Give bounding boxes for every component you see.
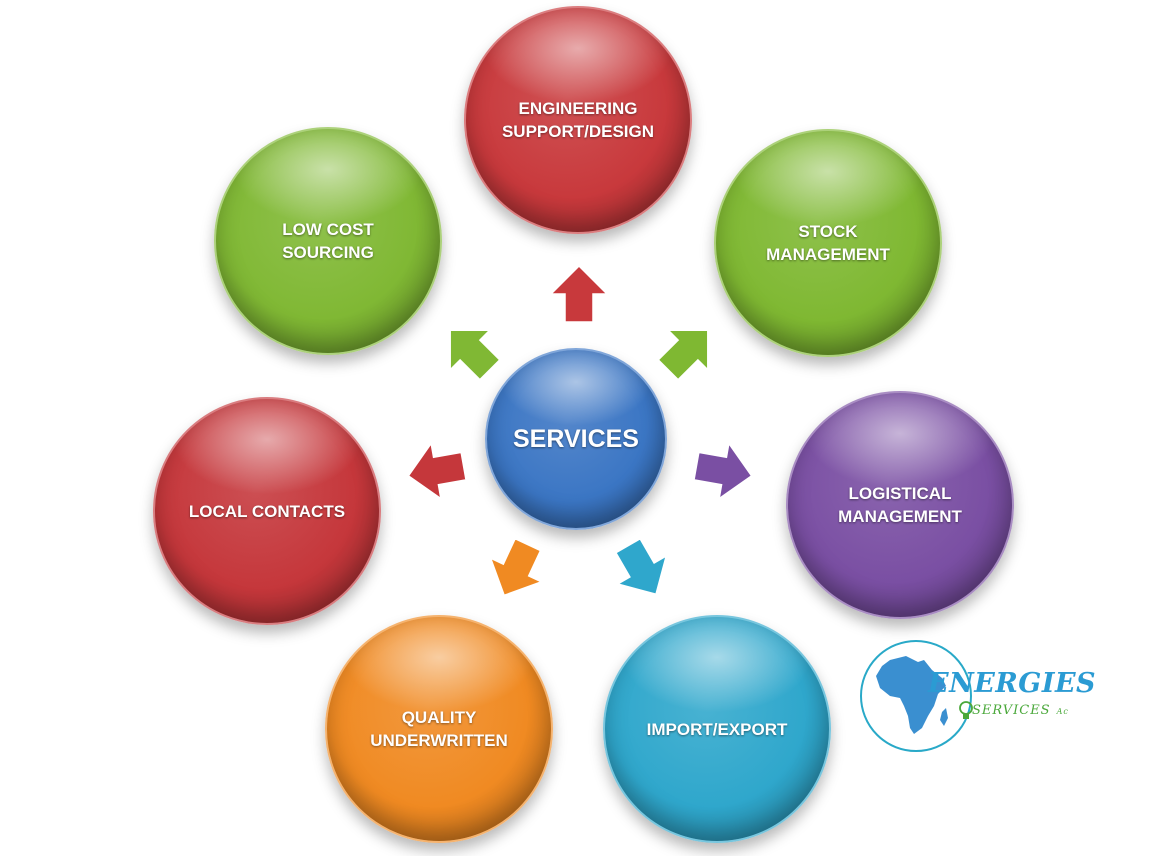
node-label: IMPORT/EXPORT — [646, 719, 788, 739]
logo-subtitle-suffix: Ac — [1056, 707, 1069, 716]
node-label: QUALITY UNDERWRITTEN — [370, 708, 508, 750]
logo-subtitle: SERVICES Ac — [972, 703, 1069, 718]
center-node-services: SERVICES — [485, 348, 667, 530]
arrow-down-right-icon — [614, 540, 668, 596]
node-stock-management: STOCK MANAGEMENT — [714, 129, 942, 357]
arrow-left-icon — [407, 441, 466, 501]
africa-map-icon — [876, 656, 948, 734]
node-label: ENGINEERING SUPPORT/DESIGN — [501, 99, 655, 141]
node-logistical-management: LOGISTICAL MANAGEMENT — [786, 391, 1014, 619]
node-low-cost-sourcing: LOW COST SOURCING — [214, 127, 442, 355]
logo-subtitle-text: SERVICES — [972, 703, 1051, 718]
arrow-right-icon — [694, 441, 753, 501]
node-label: LOCAL CONTACTS — [188, 501, 346, 521]
node-import-export: IMPORT/EXPORT — [603, 615, 831, 843]
logo-title: ENERGIES — [928, 668, 1097, 699]
node-engineering-support-design: ENGINEERING SUPPORT/DESIGN — [464, 6, 692, 234]
arrow-up-icon — [549, 264, 609, 323]
node-label: LOW COST SOURCING — [282, 220, 374, 262]
arrow-up-right-icon — [658, 329, 709, 380]
center-label: SERVICES — [513, 425, 639, 453]
lightbulb-icon — [959, 701, 973, 719]
node-quality-underwritten: QUALITY UNDERWRITTEN — [325, 615, 553, 843]
node-label: LOGISTICAL MANAGEMENT — [838, 484, 962, 526]
energies-services-logo: ENERGIES SERVICES Ac — [860, 640, 1100, 758]
node-local-contacts: LOCAL CONTACTS — [153, 397, 381, 625]
node-label: STOCK MANAGEMENT — [766, 222, 890, 264]
arrow-up-left-icon — [449, 329, 500, 380]
arrow-down-left-icon — [489, 540, 544, 597]
